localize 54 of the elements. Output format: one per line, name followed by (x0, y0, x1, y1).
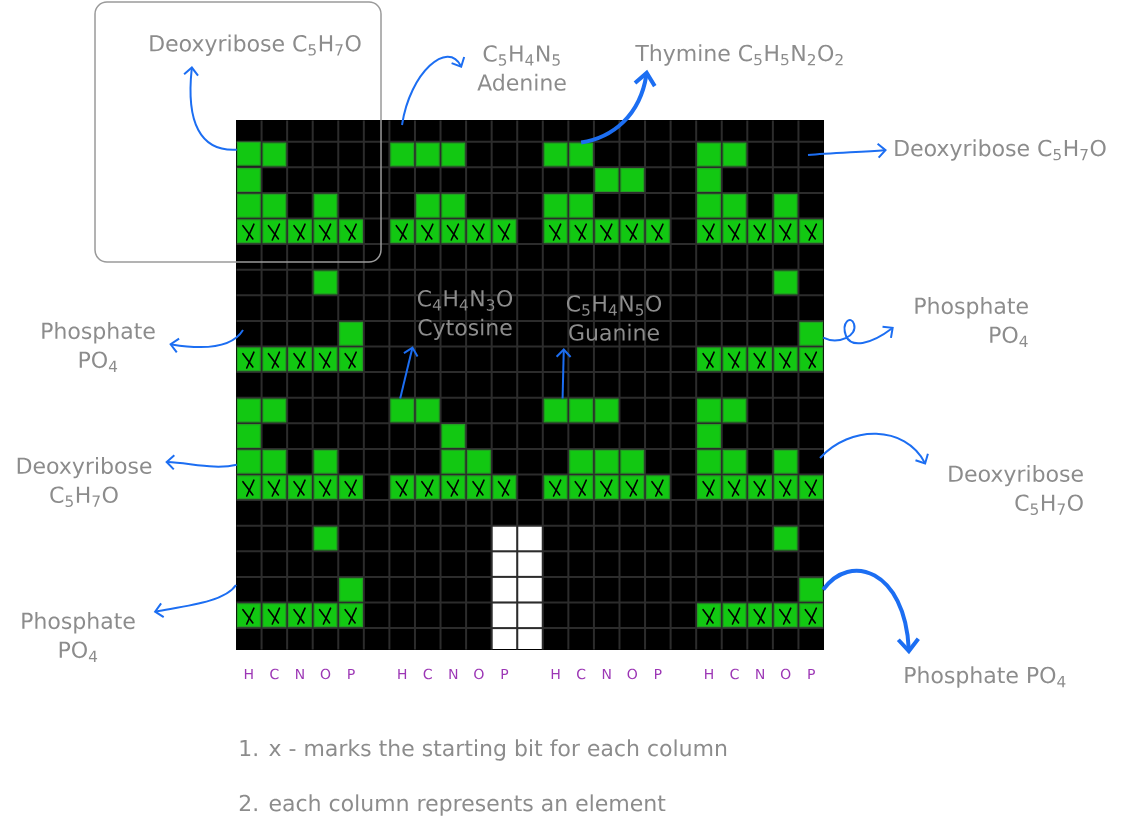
arrow (169, 329, 244, 354)
column-label: N (602, 668, 611, 680)
note-text: 2. each column represents an element (239, 794, 666, 816)
annotation-label: C$_{4}$H$_{4}$N$_{3}$O Cytosine (417, 290, 513, 340)
annotation-label: Deoxyribose C$_{5}$H$_{7}$O (150, 34, 361, 56)
annotation-label: Deoxyribose C$_{5}$H$_{7}$O (949, 465, 1083, 515)
arrow (399, 346, 419, 400)
filled-cell (569, 142, 594, 167)
arrow (183, 66, 238, 151)
arrow (821, 568, 920, 655)
filled-cell (236, 141, 261, 166)
arrow (555, 348, 572, 400)
annotation-label: C$_{5}$H$_{4}$N$_{5}$O Guanine (566, 295, 662, 341)
column-label: N (756, 668, 764, 680)
column-label: N (449, 668, 458, 680)
note-text: 1. x - marks the starting bit for each column (240, 739, 727, 761)
column-label: P (655, 668, 662, 680)
column-label: O (627, 668, 637, 680)
column-label: O (320, 668, 331, 680)
column-label: P (501, 668, 509, 680)
annotation-label: Phosphate PO$_{4}$ (22, 612, 135, 662)
column-label: P (808, 668, 815, 680)
column-label: H (705, 668, 713, 680)
annotation-label: C$_{5}$H$_{4}$N$_{5}$ Adenine (477, 45, 566, 91)
column-label: P (348, 668, 355, 680)
filled-cell (799, 577, 824, 602)
arrow (819, 432, 929, 465)
arrow (165, 454, 238, 471)
arrow (153, 584, 237, 619)
filled-cell (799, 321, 824, 346)
column-label: H (244, 668, 253, 680)
arrow (580, 69, 657, 145)
column-label: C (423, 668, 432, 680)
annotation-label: Thymine C$_{5}$H$_{5}$N$_{2}$O$_{2}$ (635, 44, 843, 66)
frame-box (94, 1, 382, 263)
annotation-label: Phosphate PO$_{4}$ (915, 297, 1028, 347)
column-label: N (296, 668, 304, 680)
column-label: C (577, 668, 586, 680)
filled-cell (390, 398, 415, 423)
annotation-label: Deoxyribose C$_{5}$H$_{7}$O (895, 139, 1106, 161)
column-label: H (398, 668, 407, 680)
column-label: C (730, 668, 739, 680)
arrow (401, 55, 466, 126)
filled-cell (236, 449, 261, 474)
annotation-label: Phosphate PO$_{4}$ (42, 322, 155, 372)
column-label: H (551, 668, 560, 680)
annotation-label: Deoxyribose C$_{5}$H$_{7}$O (17, 457, 152, 507)
column-label: O (780, 668, 791, 680)
arrow (822, 319, 894, 345)
annotation-label: Phosphate PO$_{4}$ (905, 666, 1066, 688)
filled-cell (543, 398, 568, 423)
arrow (807, 142, 887, 159)
column-label: C (270, 668, 279, 680)
column-label: O (474, 668, 484, 680)
